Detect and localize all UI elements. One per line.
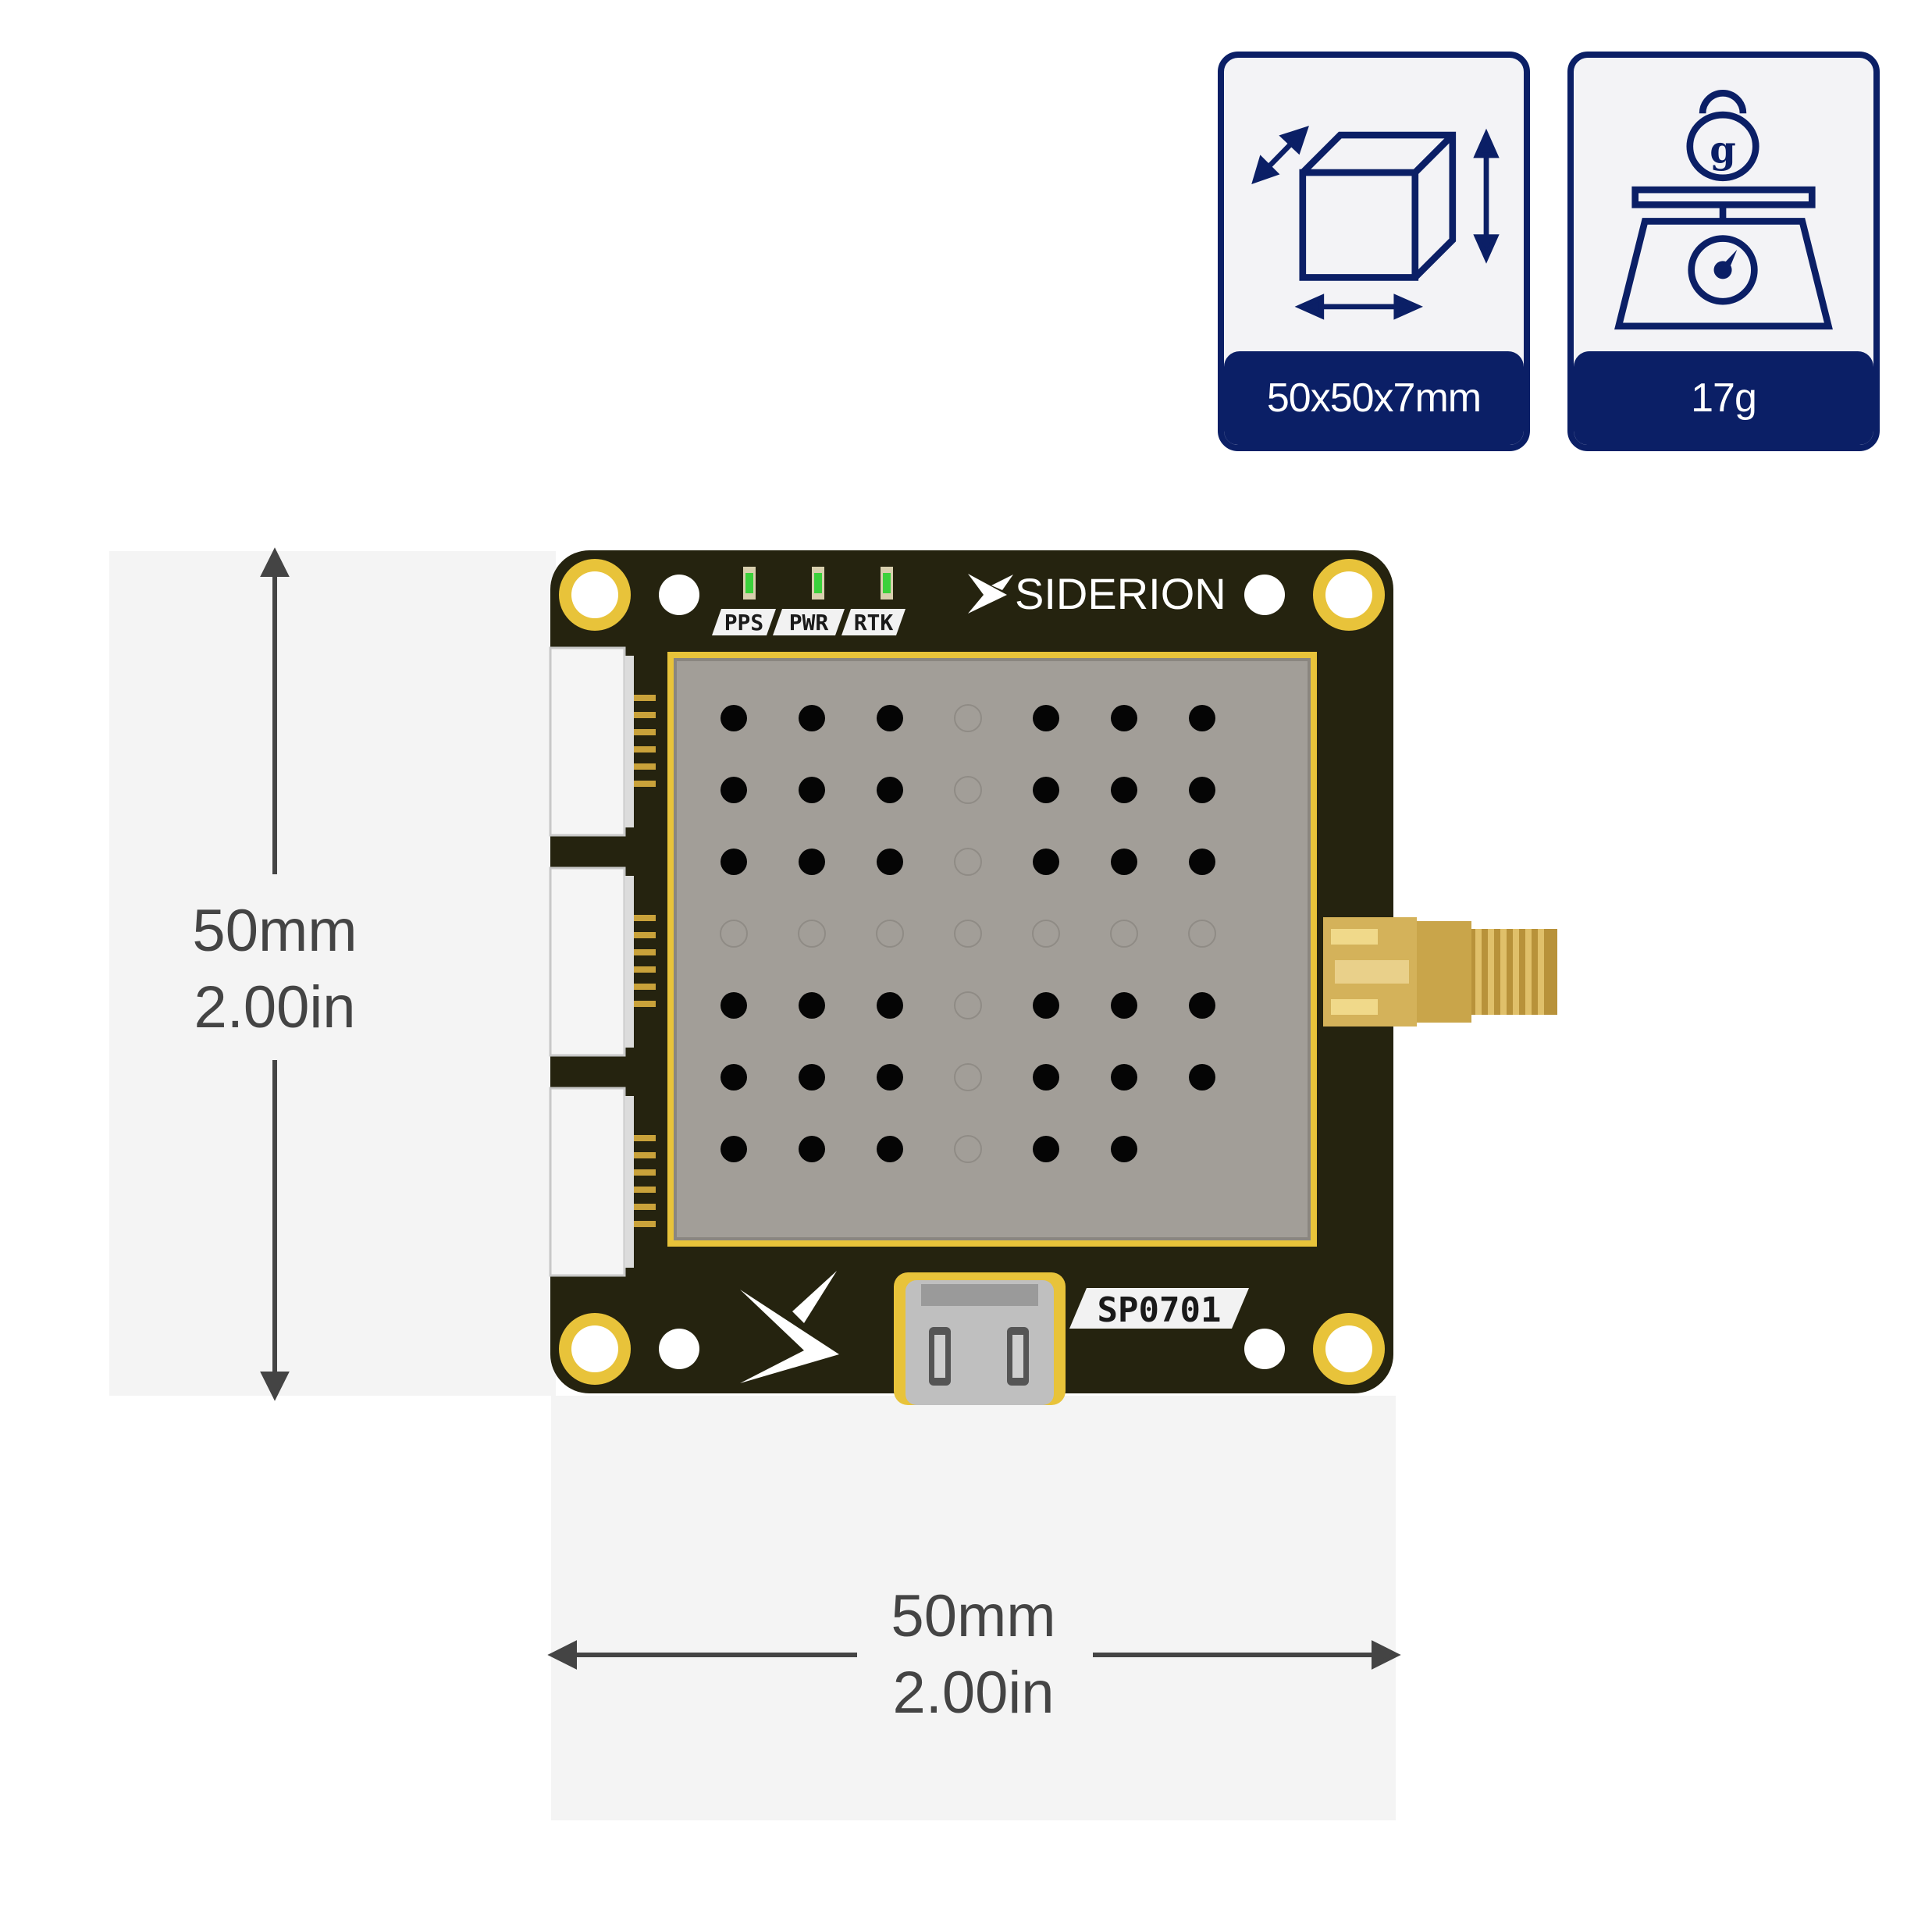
rf-shield <box>667 652 1317 1247</box>
status-leds <box>743 567 893 600</box>
weight-badge: g 17g <box>1567 52 1880 451</box>
shield-hole <box>799 992 825 1019</box>
shield-hole <box>799 1064 825 1091</box>
shield-hole <box>1189 849 1215 875</box>
shield-hole <box>720 777 747 803</box>
shield-hole <box>720 992 747 1019</box>
shield-hole <box>877 992 903 1019</box>
shield-hole <box>1033 705 1059 731</box>
shield-hole <box>1111 1136 1137 1162</box>
shield-hole <box>799 849 825 875</box>
horizontal-imperial: 2.00in <box>892 1660 1055 1726</box>
shield-hole <box>1110 920 1138 948</box>
model-tag: SP0701 <box>1069 1288 1249 1330</box>
cube-dimensions-icon <box>1224 58 1524 364</box>
shield-hole <box>720 705 747 731</box>
shield-hole <box>954 704 982 732</box>
shield-hole <box>1111 849 1137 875</box>
shield-hole <box>877 1136 903 1162</box>
brand-name: SIDERION <box>1015 569 1226 618</box>
led-labels: PPS PWR RTK <box>712 609 906 635</box>
shield-hole <box>799 777 825 803</box>
siderion-mark-icon <box>740 1271 839 1383</box>
shield-hole <box>720 849 747 875</box>
shield-hole <box>1033 1064 1059 1091</box>
shield-hole <box>954 1135 982 1163</box>
shield-hole <box>877 705 903 731</box>
gnss-board: PPS PWR RTK SIDERION <box>549 550 1557 1405</box>
vertical-metric: 50mm <box>192 898 358 964</box>
shield-hole <box>877 849 903 875</box>
shield-hole <box>1033 992 1059 1019</box>
board-holes <box>659 575 1285 1369</box>
shield-holes <box>720 704 1216 1163</box>
shield-hole <box>1033 777 1059 803</box>
shield-hole <box>954 1063 982 1091</box>
horizontal-metric: 50mm <box>891 1583 1056 1649</box>
shield-hole <box>1189 705 1215 731</box>
shield-hole <box>799 1136 825 1162</box>
vertical-imperial: 2.00in <box>194 974 356 1041</box>
shield-hole <box>720 920 748 948</box>
led-label-rtk: RTK <box>854 610 894 635</box>
scale-icon: g <box>1574 58 1873 364</box>
shield-hole <box>799 705 825 731</box>
model-number: SP0701 <box>1098 1290 1222 1330</box>
horizontal-dimension-backdrop <box>551 1396 1396 1820</box>
shield-hole <box>1189 1064 1215 1091</box>
shield-hole <box>1188 920 1216 948</box>
usb-c-port <box>894 1272 1066 1405</box>
shield-hole <box>720 1136 747 1162</box>
shield-hole <box>1189 777 1215 803</box>
shield-hole <box>720 1064 747 1091</box>
brand-logo: SIDERION <box>968 569 1226 618</box>
weight-label: 17g <box>1574 351 1873 445</box>
shield-hole <box>1111 992 1137 1019</box>
sma-antenna-connector <box>1323 917 1557 1026</box>
led-label-pps: PPS <box>724 610 764 635</box>
weight-unit-glyph: g <box>1710 129 1736 173</box>
shield-hole <box>1111 777 1137 803</box>
led-label-pwr: PWR <box>789 610 829 635</box>
shield-hole <box>1189 992 1215 1019</box>
shield-hole <box>1111 1064 1137 1091</box>
shield-hole <box>954 920 982 948</box>
shield-hole <box>877 777 903 803</box>
shield-hole <box>954 848 982 876</box>
shield-hole <box>1111 705 1137 731</box>
shield-hole <box>954 776 982 804</box>
shield-hole <box>877 1064 903 1091</box>
shield-hole <box>1033 1136 1059 1162</box>
mounting-pads <box>559 559 1385 1385</box>
dimensions-badge: 50x50x7mm <box>1218 52 1530 451</box>
shield-hole <box>954 991 982 1019</box>
shield-hole <box>876 920 904 948</box>
shield-hole <box>1033 849 1059 875</box>
vertical-dimension-backdrop <box>109 551 556 1396</box>
shield-hole <box>1032 920 1060 948</box>
side-connectors <box>549 646 656 1277</box>
shield-hole <box>798 920 826 948</box>
horizontal-dimension-label: 50mm 2.00in <box>856 1578 1091 1731</box>
dimensions-label: 50x50x7mm <box>1224 351 1524 445</box>
vertical-dimension-label: 50mm 2.00in <box>158 893 392 1046</box>
